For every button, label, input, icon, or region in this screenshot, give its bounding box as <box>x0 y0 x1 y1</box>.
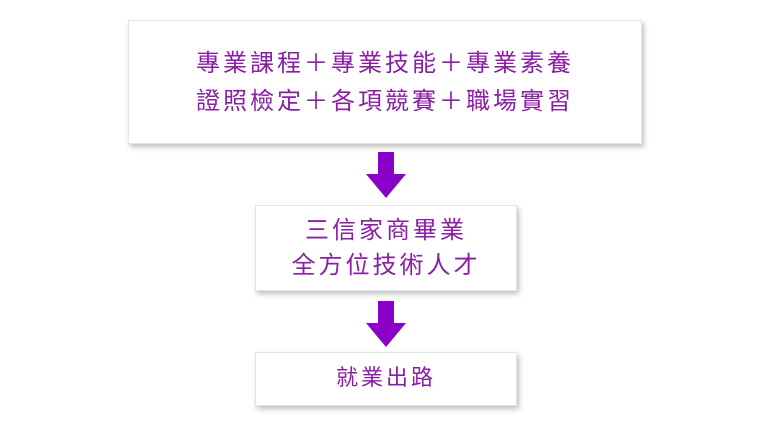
step-text-line: 證照檢定＋各項競賽＋職場實習 <box>196 87 574 115</box>
step-text-line: 就業出路 <box>335 366 436 391</box>
flowchart-step-graduate: 三信家商畢業 全方位技術人才 <box>255 205 517 291</box>
flowchart-step-curriculum: 專業課程＋專業技能＋專業素養 證照檢定＋各項競賽＋職場實習 <box>128 20 642 144</box>
down-arrow-icon <box>366 301 406 347</box>
step-text-line: 全方位技術人才 <box>291 251 481 279</box>
flowchart-step-career: 就業出路 <box>255 352 517 406</box>
down-arrow-icon <box>366 152 406 198</box>
step-text-line: 專業課程＋專業技能＋專業素養 <box>196 49 574 77</box>
step-text-line: 三信家商畢業 <box>305 216 467 244</box>
